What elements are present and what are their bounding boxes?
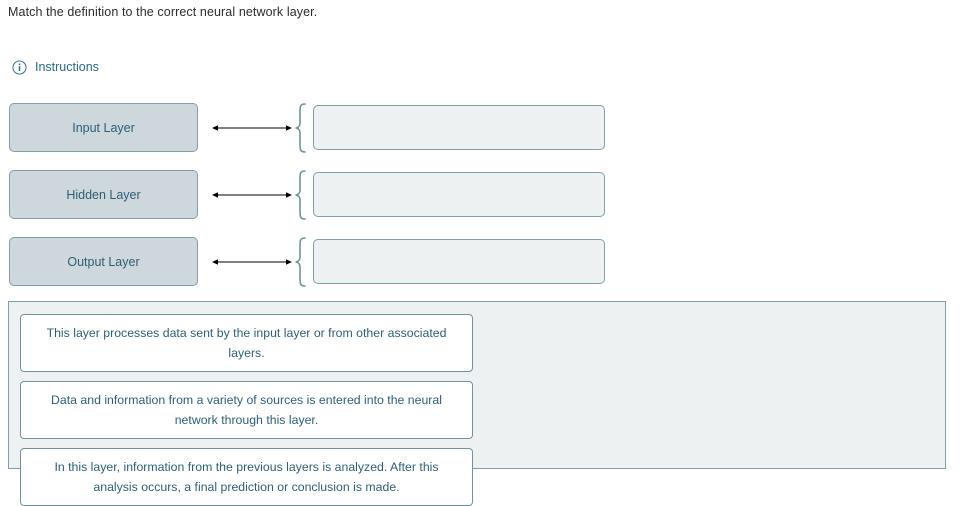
matching-area: Input Layer Hidden Layer: [0, 103, 968, 304]
instructions-label: Instructions: [35, 60, 99, 74]
match-row: Output Layer: [0, 237, 968, 304]
answer-card[interactable]: This layer processes data sent by the in…: [20, 314, 473, 372]
double-arrow-icon: [212, 121, 292, 133]
curly-brace-icon: [293, 170, 309, 220]
answer-card[interactable]: In this layer, information from the prev…: [20, 448, 473, 506]
answer-card[interactable]: Data and information from a variety of s…: [20, 381, 473, 439]
answer-bank-grid: This layer processes data sent by the in…: [20, 314, 934, 506]
curly-brace-icon: [293, 237, 309, 287]
match-row: Input Layer: [0, 103, 968, 170]
term-box-input-layer[interactable]: Input Layer: [9, 103, 198, 152]
term-box-hidden-layer[interactable]: Hidden Layer: [9, 170, 198, 219]
info-circle-icon: [12, 60, 27, 75]
term-box-output-layer[interactable]: Output Layer: [9, 237, 198, 286]
drop-zone-hidden-layer[interactable]: [313, 172, 605, 217]
double-arrow-icon: [212, 188, 292, 200]
match-row: Hidden Layer: [0, 170, 968, 237]
drop-zone-input-layer[interactable]: [313, 105, 605, 150]
answer-bank: This layer processes data sent by the in…: [8, 301, 946, 506]
page-title: Match the definition to the correct neur…: [8, 5, 318, 19]
double-arrow-icon: [212, 255, 292, 267]
drop-zone-output-layer[interactable]: [313, 239, 605, 284]
instructions-link[interactable]: Instructions: [12, 60, 99, 75]
curly-brace-icon: [293, 103, 309, 153]
